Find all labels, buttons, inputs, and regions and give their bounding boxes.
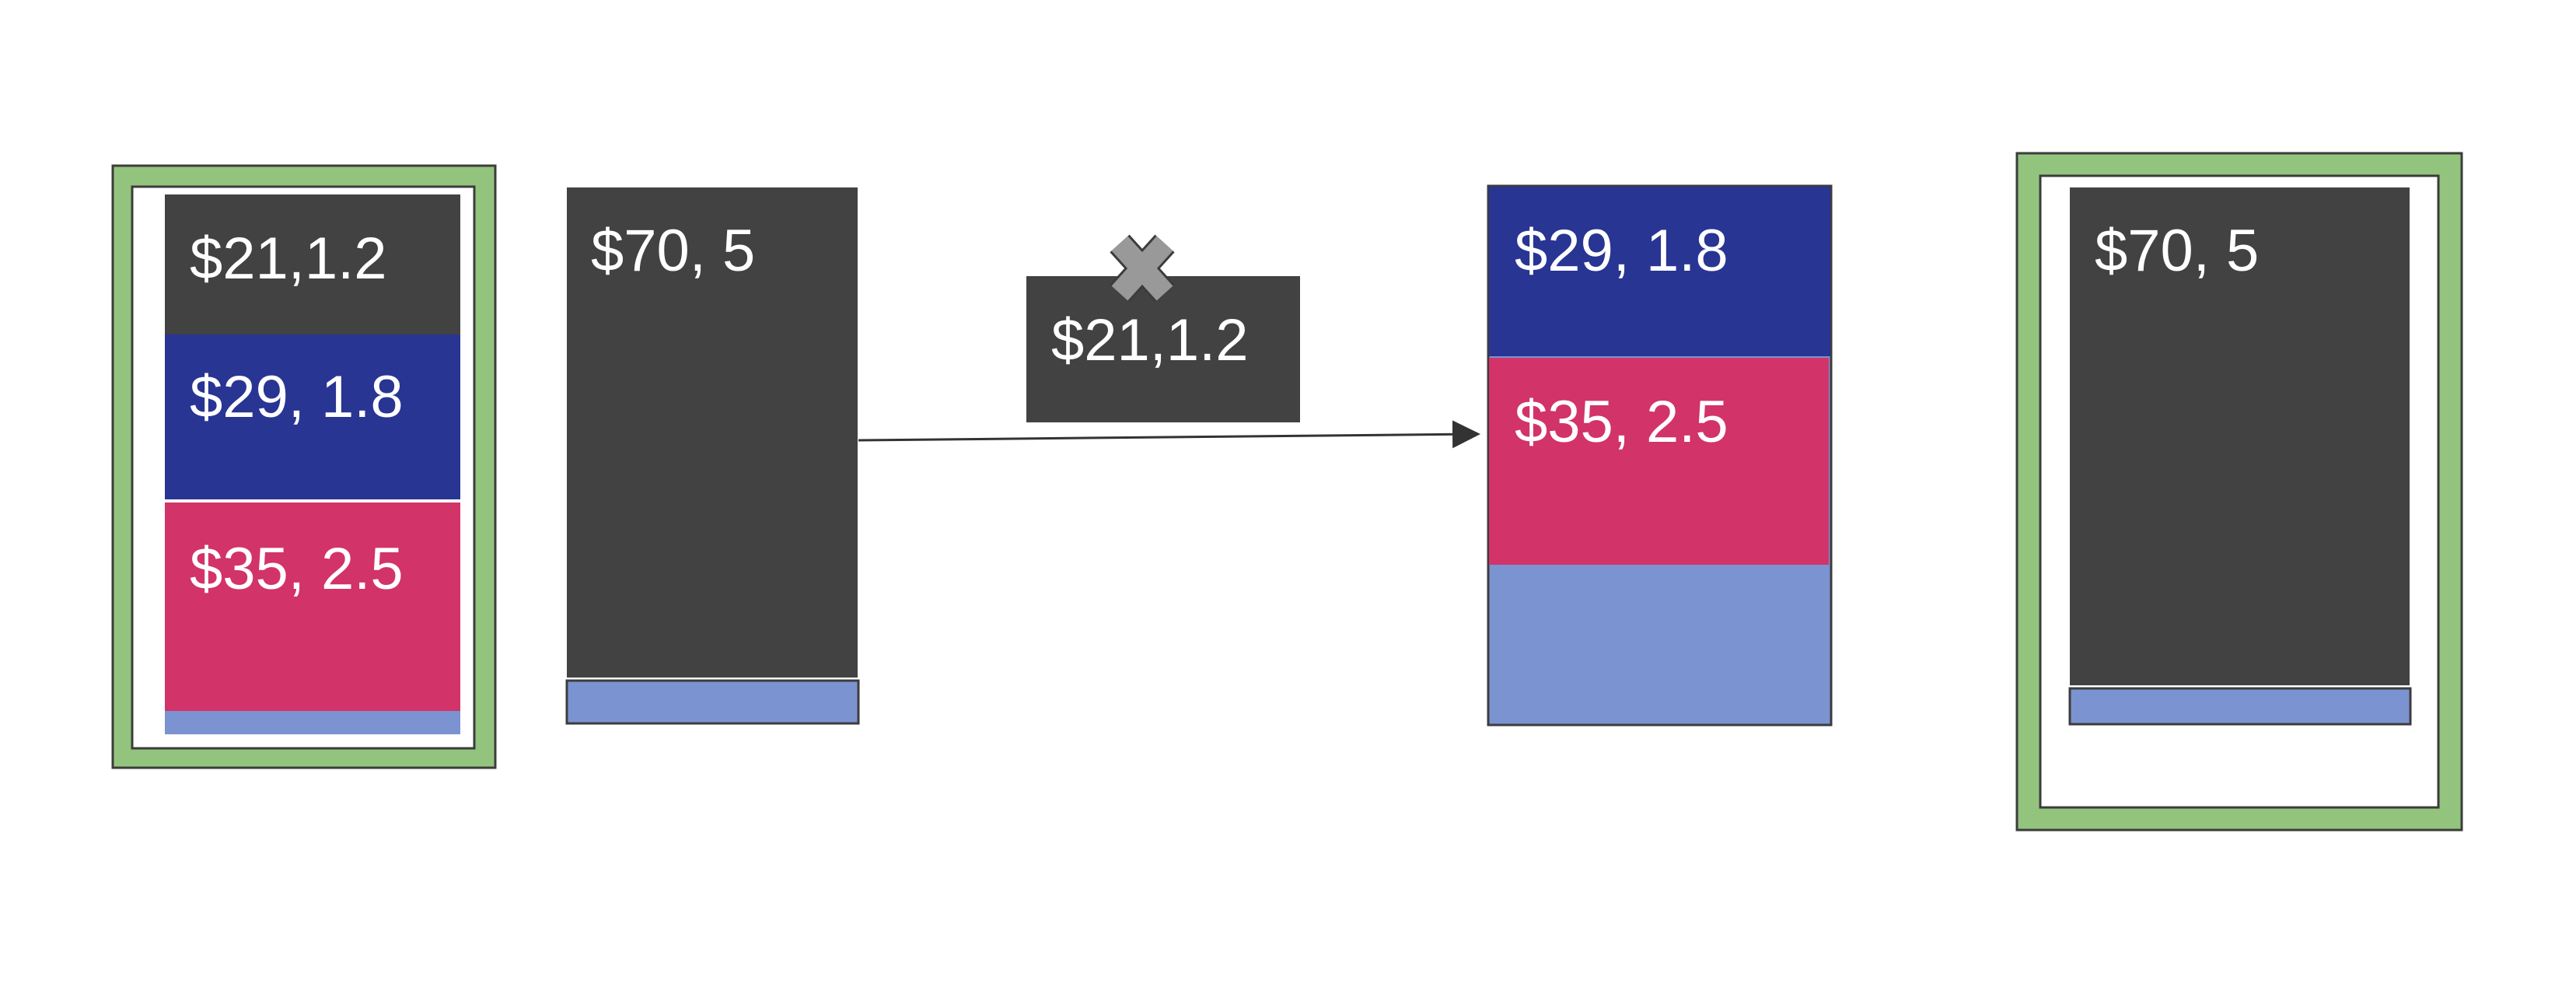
middle-item-blue-label: $29, 1.8 (1515, 218, 1728, 284)
removed-item-label: $21,1.2 (1051, 307, 1249, 373)
middle-item-pink-block (1489, 358, 1829, 565)
middle-item-blue-block (1489, 187, 1830, 356)
middle-knapsack: $29, 1.8 $35, 2.5 (1487, 184, 1833, 727)
left-item-pink-block (165, 503, 460, 711)
right-knapsack: $70, 5 (2015, 152, 2463, 832)
big-item: $70, 5 (565, 187, 860, 725)
right-remaining-capacity (2068, 687, 2412, 726)
right-item-dark-block (2070, 187, 2410, 685)
big-item-base (565, 679, 860, 725)
transition-arrow (858, 420, 1480, 449)
left-item-pink-label: $35, 2.5 (190, 536, 404, 602)
big-item-block (567, 187, 858, 678)
left-knapsack: $21,1.2 $29, 1.8 $35, 2.5 (111, 164, 497, 769)
removed-item: $21,1.2 (1026, 234, 1300, 422)
middle-item-pink-label: $35, 2.5 (1515, 389, 1728, 455)
right-item-dark-label: $70, 5 (2095, 218, 2259, 284)
big-item-label: $70, 5 (591, 218, 755, 284)
left-item-dark-label: $21,1.2 (190, 226, 387, 292)
left-item-blue-block (165, 334, 460, 499)
x-cross-icon (1110, 234, 1175, 303)
removed-item-block (1026, 276, 1300, 422)
left-item-dark-block (165, 194, 460, 334)
left-remaining-capacity (165, 711, 460, 734)
left-item-blue-label: $29, 1.8 (190, 364, 404, 430)
